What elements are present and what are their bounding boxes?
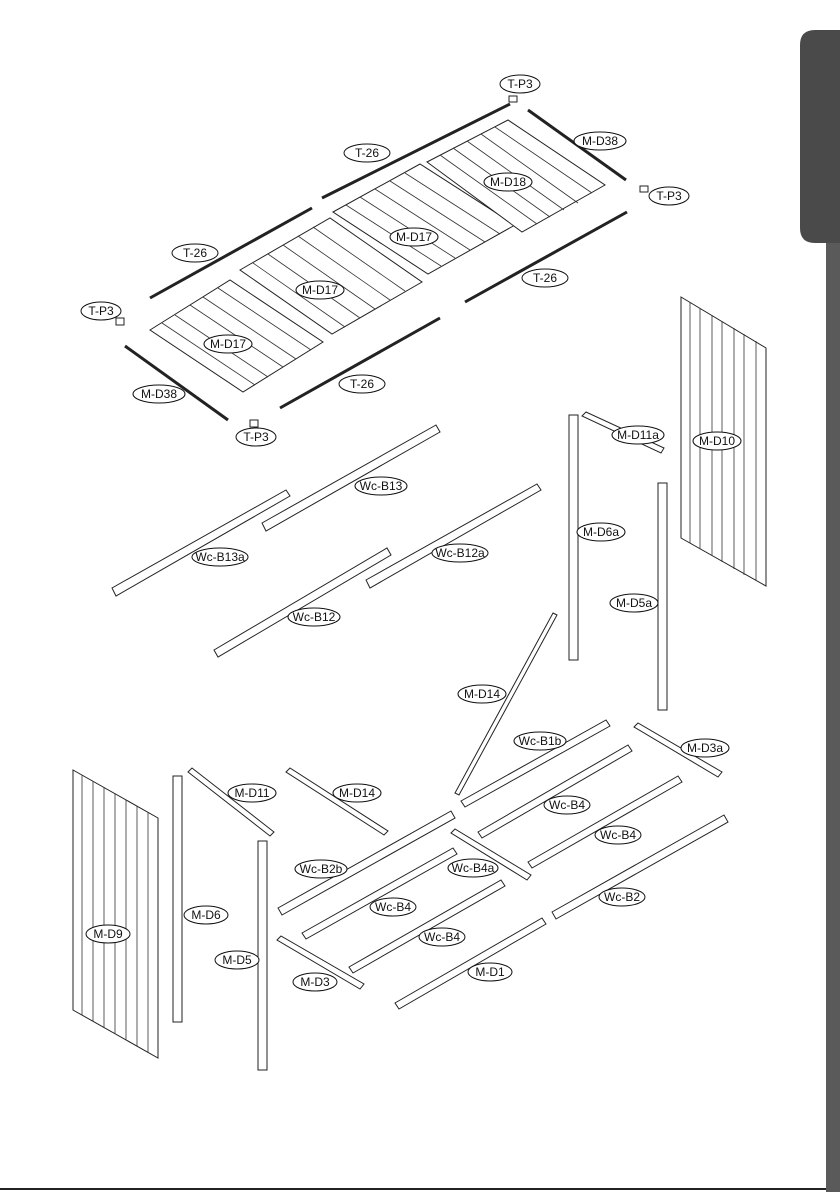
svg-text:T-26: T-26: [350, 377, 374, 391]
label-md9: M-D9: [86, 925, 130, 943]
post-md5a: [658, 483, 667, 710]
label-md38-top: M-D38: [574, 132, 626, 150]
svg-text:Wc-B4: Wc-B4: [375, 900, 411, 914]
label-md1: M-D1: [468, 963, 512, 981]
svg-text:M-D17: M-D17: [302, 283, 338, 297]
label-t26-bottom: T-26: [339, 375, 385, 393]
svg-text:Wc-B4: Wc-B4: [549, 798, 585, 812]
svg-text:M-D9: M-D9: [93, 927, 123, 941]
right-wall-parts: [455, 297, 766, 795]
svg-text:M-D3: M-D3: [300, 975, 330, 989]
svg-text:M-D11: M-D11: [234, 786, 269, 800]
right-edge-bar: [826, 243, 840, 1192]
label-md14-upper: M-D14: [458, 685, 506, 703]
svg-text:M-D3a: M-D3a: [687, 741, 723, 755]
svg-text:M-D38: M-D38: [141, 387, 177, 401]
label-wcb2: Wc-B2: [599, 888, 645, 906]
post-md5: [258, 841, 267, 1070]
svg-text:T-P3: T-P3: [243, 430, 269, 444]
corner-tp3-top: [509, 96, 517, 102]
beam-wcb12: [214, 548, 391, 657]
svg-text:T-P3: T-P3: [656, 189, 682, 203]
label-wcb12a: Wc-B12a: [432, 544, 488, 562]
label-md38-bottom: M-D38: [133, 385, 185, 403]
label-t26-top: T-26: [344, 144, 390, 162]
label-md11a: M-D11a: [612, 426, 664, 444]
label-tp3-right: T-P3: [649, 187, 689, 205]
svg-text:Wc-B12: Wc-B12: [293, 610, 336, 624]
label-md5: M-D5: [215, 951, 259, 969]
label-wcb4-d: Wc-B4: [419, 928, 465, 946]
svg-text:T-26: T-26: [533, 271, 557, 285]
label-tp3-top: T-P3: [500, 75, 540, 93]
svg-text:Wc-B4a: Wc-B4a: [452, 861, 495, 875]
svg-text:M-D6a: M-D6a: [583, 525, 619, 539]
label-md3: M-D3: [293, 973, 337, 991]
svg-text:Wc-B2b: Wc-B2b: [300, 862, 343, 876]
svg-text:M-D11a: M-D11a: [617, 428, 659, 442]
post-md6: [173, 776, 182, 1022]
label-wcb4-b: Wc-B4: [595, 826, 641, 844]
svg-text:M-D17: M-D17: [396, 230, 432, 244]
label-md6: M-D6: [184, 906, 228, 924]
label-md18: M-D18: [484, 173, 532, 191]
svg-text:M-D5: M-D5: [222, 953, 252, 967]
svg-text:T-26: T-26: [355, 146, 379, 160]
post-md6a: [569, 415, 578, 660]
svg-text:T-P3: T-P3: [507, 77, 533, 91]
label-md14-lower: M-D14: [333, 784, 381, 802]
side-tab: [800, 30, 840, 243]
corner-tp3-bottom: [250, 420, 258, 427]
label-wcb12: Wc-B12: [288, 608, 340, 626]
brace-md14-lower: [286, 768, 388, 835]
svg-text:Wc-B2: Wc-B2: [604, 890, 640, 904]
header-md11: [188, 768, 274, 836]
brace-md14-upper: [455, 613, 557, 795]
label-t26-left: T-26: [172, 244, 218, 262]
svg-text:M-D10: M-D10: [699, 434, 735, 448]
label-md6a: M-D6a: [577, 523, 625, 541]
svg-text:M-D14: M-D14: [339, 786, 375, 800]
svg-text:M-D18: M-D18: [490, 175, 526, 189]
label-tp3-left: T-P3: [81, 302, 121, 320]
label-md11: M-D11: [228, 784, 276, 802]
label-md17-a: M-D17: [390, 228, 438, 246]
label-wcb2b: Wc-B2b: [295, 860, 347, 878]
label-wcb4-c: Wc-B4: [370, 898, 416, 916]
beam-wcb13: [262, 425, 440, 531]
label-wcb4a: Wc-B4a: [448, 859, 498, 877]
svg-text:T-26: T-26: [183, 246, 207, 260]
svg-text:T-P3: T-P3: [88, 304, 114, 318]
label-md17-b: M-D17: [296, 281, 344, 299]
label-wcb13: Wc-B13: [355, 477, 407, 495]
svg-text:Wc-B4: Wc-B4: [600, 828, 636, 842]
svg-text:M-D5a: M-D5a: [616, 596, 652, 610]
svg-text:M-D17: M-D17: [210, 337, 246, 351]
corner-tp3-right: [640, 186, 648, 192]
corner-tp3-left: [116, 318, 124, 325]
svg-text:Wc-B12a: Wc-B12a: [435, 546, 485, 560]
wall-panel-md9: [73, 770, 158, 1058]
beam-wcb12a: [366, 484, 541, 588]
svg-text:Wc-B4: Wc-B4: [424, 930, 460, 944]
label-wcb4-a: Wc-B4: [544, 796, 590, 814]
svg-text:M-D6: M-D6: [191, 908, 221, 922]
label-md17-c: M-D17: [204, 335, 252, 353]
svg-text:M-D38: M-D38: [582, 134, 618, 148]
label-md5a: M-D5a: [610, 594, 658, 612]
beam-wcb13a: [112, 490, 290, 596]
svg-text:Wc-B13: Wc-B13: [360, 479, 403, 493]
svg-text:M-D14: M-D14: [464, 687, 500, 701]
label-tp3-bottom: T-P3: [236, 428, 276, 446]
svg-text:Wc-B13a: Wc-B13a: [195, 550, 245, 564]
svg-text:M-D1: M-D1: [475, 965, 505, 979]
beam-wcb2: [552, 815, 728, 919]
label-t26-right: T-26: [522, 269, 568, 287]
label-md10: M-D10: [693, 432, 741, 450]
svg-text:Wc-B1b: Wc-B1b: [519, 734, 562, 748]
label-md3a: M-D3a: [681, 739, 729, 757]
label-wcb1b: Wc-B1b: [514, 732, 566, 750]
label-wcb13a: Wc-B13a: [192, 548, 248, 566]
